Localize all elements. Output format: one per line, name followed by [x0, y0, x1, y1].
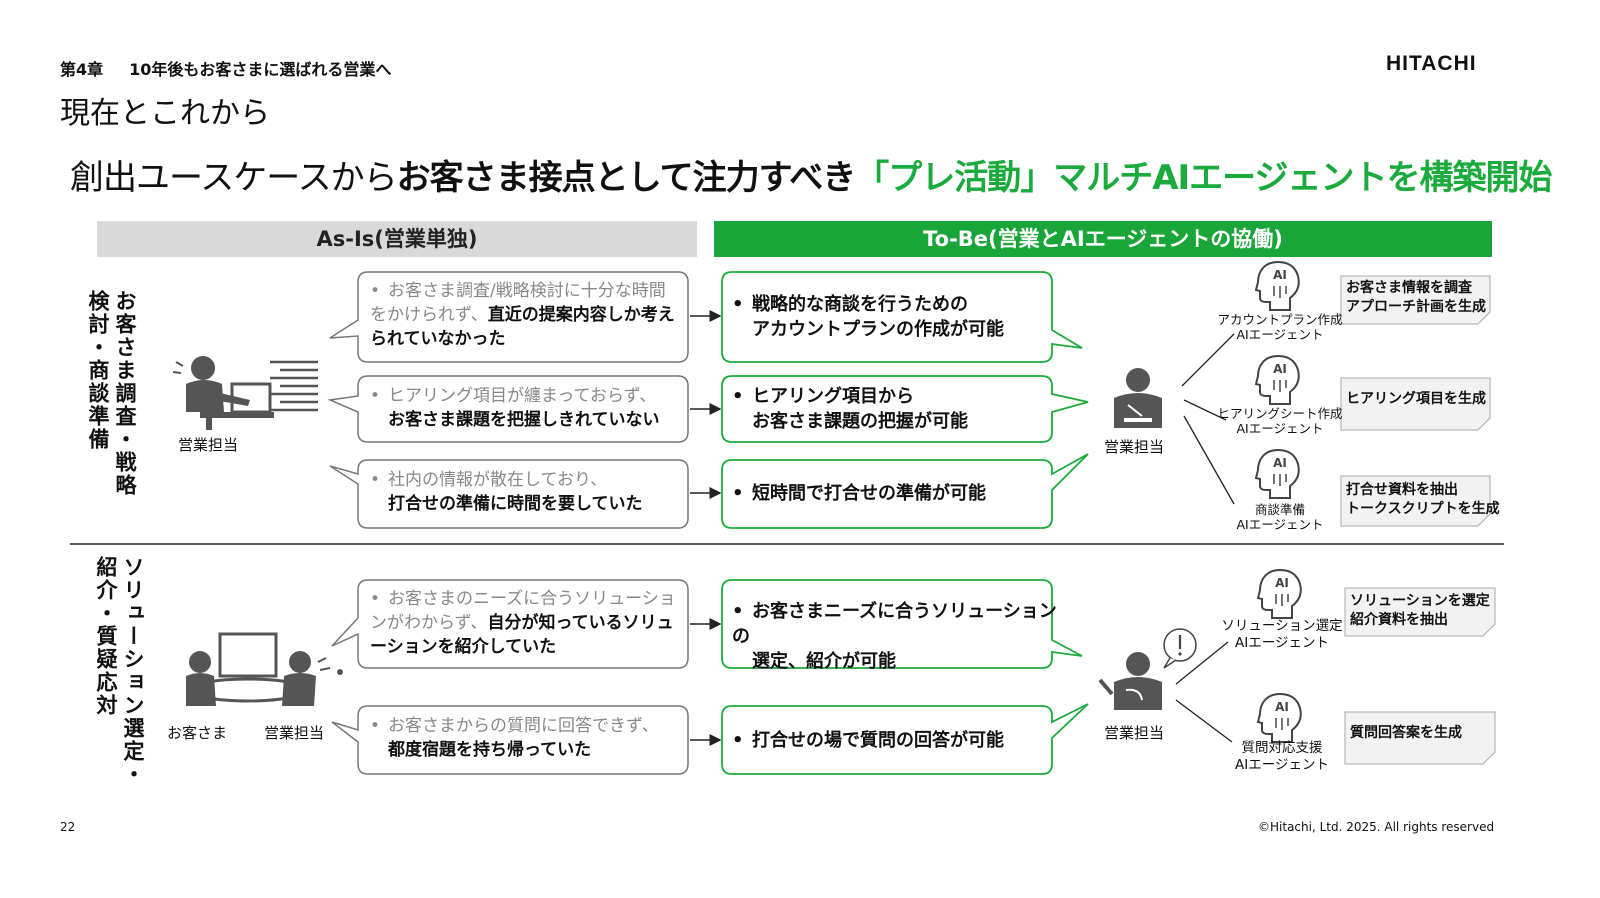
headline-part1: 創出ユースケースから	[70, 158, 398, 198]
ai-agent-icon-2	[1255, 355, 1300, 405]
tobe-salesperson-icon-2	[1098, 652, 1162, 710]
section1-label-line2: 検討・商談準備	[86, 290, 110, 451]
output-notes-2	[1344, 587, 1496, 765]
headline-part2: お客さま接点として注力すべき	[396, 158, 857, 198]
chapter-number: 第4章	[60, 60, 104, 79]
asis-header-bar: As-Is(営業単独)	[97, 221, 697, 257]
section1-label: お客さま調査・戦略 検討・商談準備	[84, 290, 138, 530]
chapter-header: 第4章 10年後もお客さまに選ばれる営業へ	[60, 56, 391, 80]
asis-issue-2: •ヒアリング項目が纏まっておらず、お客さま課題を把握しきれていない	[370, 386, 660, 430]
asis-bubbles-1	[327, 271, 689, 529]
section2-label-line2: 紹介・質疑応対	[94, 556, 118, 717]
copyright: ©Hitachi, Ltd. 2025. All rights reserved	[1258, 820, 1495, 834]
page-number: 22	[60, 820, 76, 834]
tobe-salesperson-label-2: 営業担当	[1104, 724, 1165, 742]
asis-issue-3: •社内の情報が散在しており、打合せの準備に時間を要していた	[370, 470, 643, 514]
headline: 創出ユースケースからお客さま接点として注力すべき「プレ活動」マルチAIエージェン…	[70, 150, 1553, 199]
headline-part3: 「プレ活動」マルチAIエージェントを構築開始	[855, 158, 1552, 198]
asis-issue-4: •お客さまのニーズに合うソリューションがわからず、自分が知っているソリューション…	[370, 589, 676, 657]
output-note-5: 質問回答案を生成	[1350, 725, 1462, 741]
ai-agent-icon-1	[1255, 261, 1300, 311]
output-notes-1	[1340, 275, 1491, 527]
tobe-benefit-3: •短時間で打合せの準備が可能	[732, 483, 986, 504]
asis-bubbles-2	[331, 579, 689, 775]
tobe-benefit-5: •打合せの場で質問の回答が可能	[732, 730, 1004, 751]
asis-salesperson-label-2: 営業担当	[264, 724, 325, 742]
section2-label-line1: ソリューション選定・	[121, 556, 145, 786]
section1-label-line1: お客さま調査・戦略	[113, 290, 137, 497]
tobe-header-bar: To-Be(営業とAIエージェントの協働)	[714, 221, 1492, 257]
chapter-title: 10年後もお客さまに選ばれる営業へ	[129, 60, 392, 79]
ai-agent-icon-5	[1257, 693, 1302, 743]
exclamation-icon	[1163, 628, 1197, 669]
tobe-bubbles-2	[721, 579, 1089, 775]
output-note-3: 打合せ資料を抽出トークスクリプトを生成	[1346, 482, 1500, 517]
tobe-benefit-1: •戦略的な商談を行うためのアカウントプランの作成が可能	[732, 294, 1004, 340]
tobe-salesperson-label-1: 営業担当	[1104, 438, 1165, 456]
tobe-bubbles-1	[721, 271, 1089, 529]
output-note-4: ソリューションを選定紹介資料を抽出	[1350, 593, 1490, 628]
ai-agent-icon-4	[1257, 569, 1302, 619]
ai-agent-icon-3	[1255, 449, 1300, 499]
output-note-1: お客さま情報を調査アプローチ計画を生成	[1346, 280, 1486, 315]
tobe-salesperson-icon-1	[1114, 368, 1162, 428]
hitachi-logo: HITACHI	[1386, 52, 1477, 75]
asis-salesperson-icon-1	[172, 356, 318, 430]
tobe-benefit-2: •ヒアリング項目からお客さま課題の把握が可能	[732, 386, 968, 432]
section2-label: ソリューション選定・ 紹介・質疑応対	[92, 556, 146, 796]
page-title: 現在とこれから	[60, 96, 270, 131]
asis-customer-label: お客さま	[167, 724, 228, 742]
asis-salesperson-label-1: 営業担当	[178, 436, 239, 454]
tobe-benefit-4: •お客さまニーズに合うソリューションの選定、紹介が可能	[732, 601, 1057, 672]
asis-meeting-icon	[186, 632, 343, 706]
asis-issue-1: •お客さま調査/戦略検討に十分な時間をかけられず、直近の提案内容しか考えられてい…	[370, 281, 675, 349]
output-note-2: ヒアリング項目を生成	[1346, 391, 1486, 407]
asis-issue-5: •お客さまからの質問に回答できず、都度宿題を持ち帰っていた	[370, 716, 659, 760]
